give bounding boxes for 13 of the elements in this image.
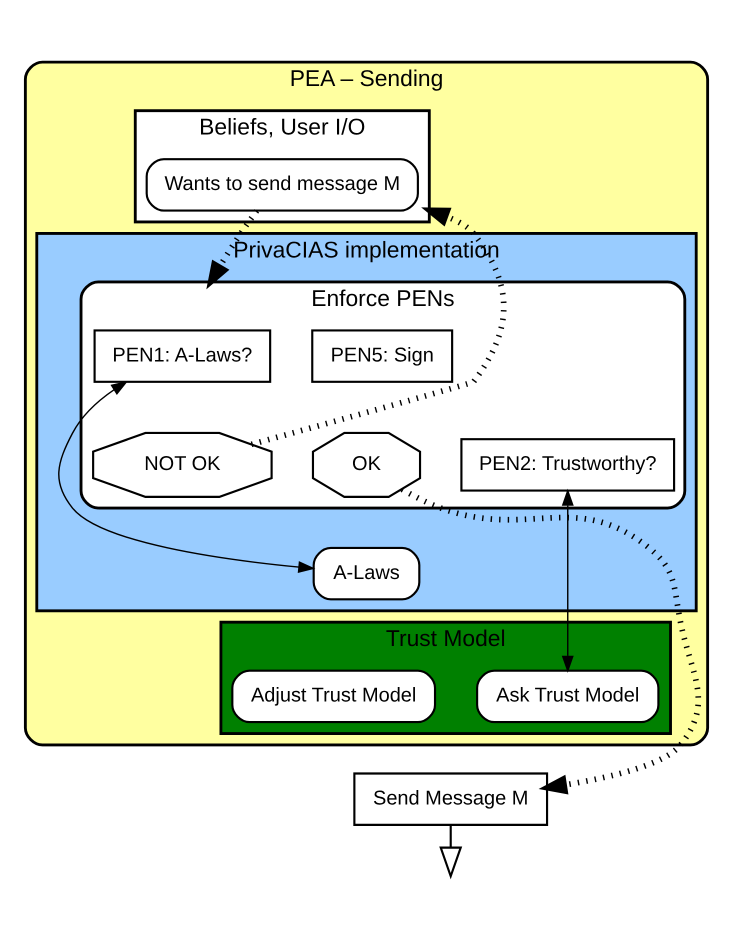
arrow (439, 824, 462, 880)
node-box: Send Message M (353, 772, 548, 826)
node-box: PEN1: A-Laws? (94, 329, 272, 383)
node-box: A-Laws (312, 546, 420, 600)
node-box: Wants to send message M (146, 158, 419, 212)
arrow (250, 207, 507, 448)
node-box: Adjust Trust Model (231, 670, 436, 724)
arrow (58, 380, 316, 574)
node-box: PEN5: Sign (311, 329, 454, 383)
arrow (562, 488, 574, 673)
node-box: PEN2: Trustworthy? (460, 438, 676, 492)
arrow (206, 209, 260, 290)
node-box: Ask Trust Model (476, 670, 660, 724)
